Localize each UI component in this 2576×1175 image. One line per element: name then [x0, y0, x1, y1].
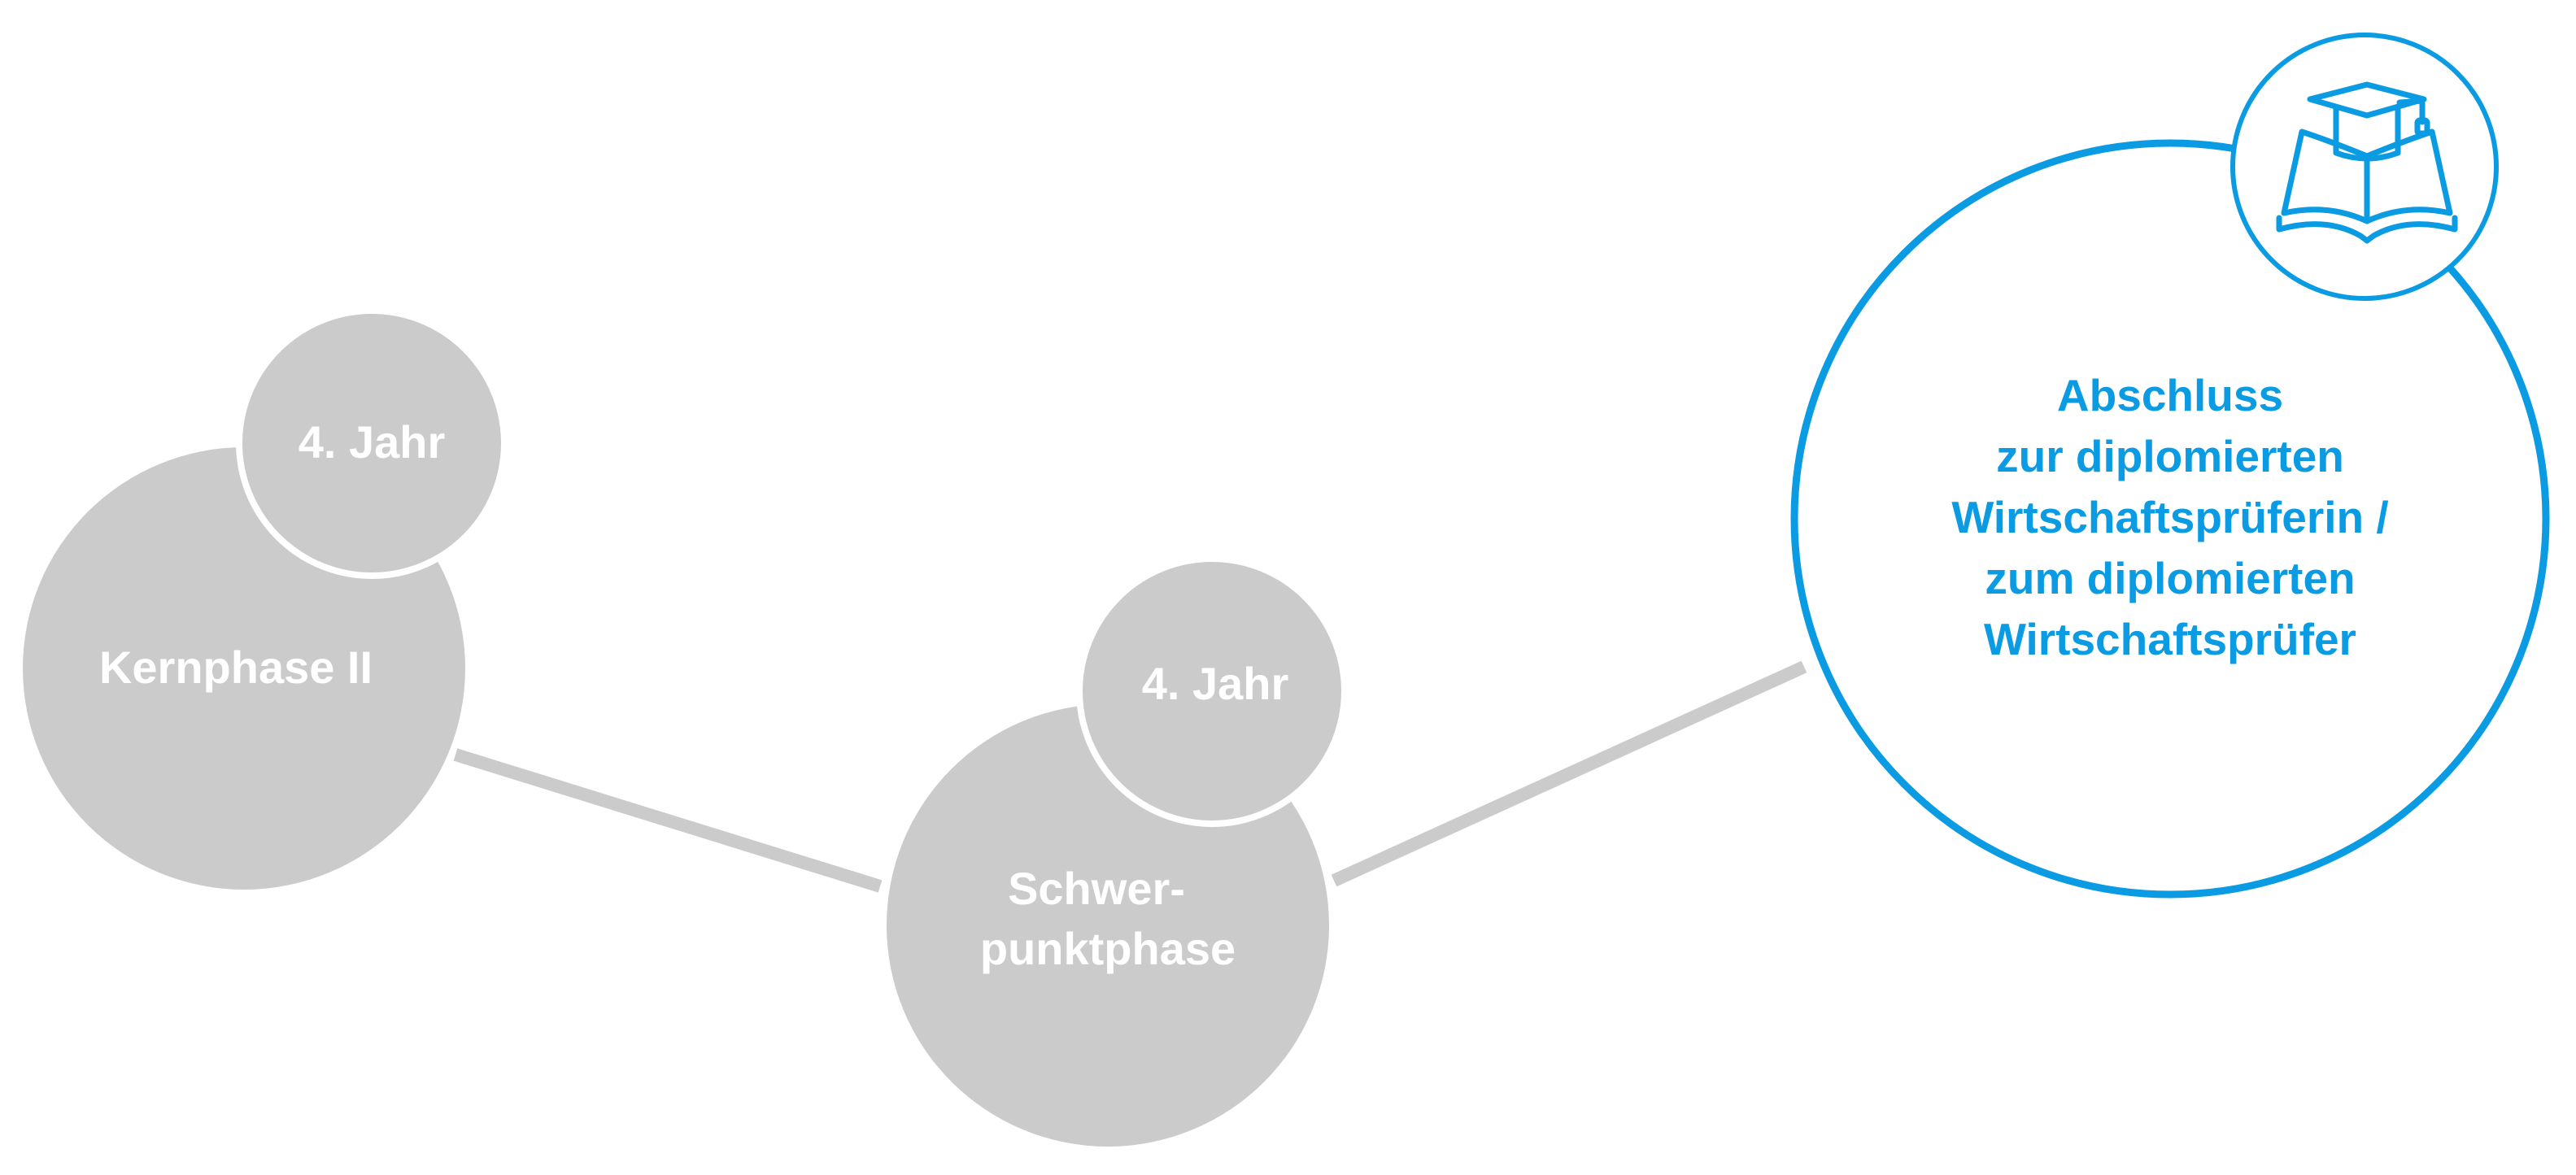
- connector-schwerpunkt-abschluss: [1331, 660, 1807, 887]
- phase-label-line-2: punktphase: [980, 923, 1236, 974]
- graduation-book-icon: [2276, 81, 2458, 244]
- year-badge-circle: [236, 307, 508, 579]
- phase-kernphase-ii: 4. Jahr Kernphase II: [23, 307, 508, 890]
- year-badge-circle: [1076, 555, 1348, 827]
- goal-label-line-5: Wirtschaftsprüfer: [1984, 614, 2356, 664]
- goal-abschluss: Abschluss zur diplomierten Wirtschaftspr…: [1790, 33, 2550, 899]
- connector-kernphase-schwerpunkt: [453, 748, 883, 893]
- year-badge-label: 4. Jahr: [1142, 658, 1289, 709]
- phase-label: Kernphase II: [99, 642, 373, 693]
- goal-label-line-2: zur diplomierten: [1996, 431, 2344, 481]
- phase-label-line-1: Schwer-: [1008, 863, 1185, 914]
- goal-label-line-4: zum diplomierten: [1985, 553, 2355, 603]
- goal-label-line-1: Abschluss: [2057, 370, 2283, 420]
- year-badge-label: 4. Jahr: [299, 416, 446, 468]
- goal-label-line-3: Wirtschaftsprüferin /: [1951, 492, 2388, 542]
- goal-circle: [1790, 139, 2550, 899]
- phase-schwerpunktphase: 4. Jahr Schwer- punktphase: [887, 555, 1348, 1147]
